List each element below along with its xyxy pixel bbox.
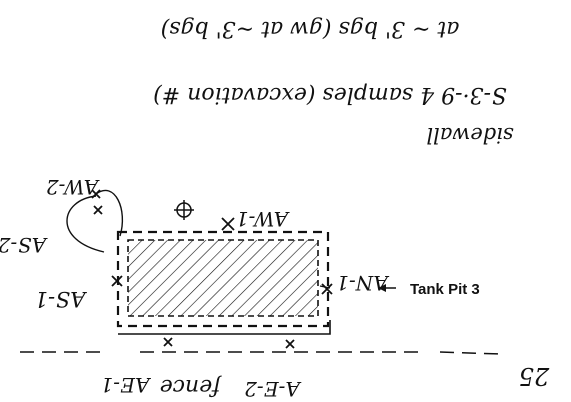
tank-pit-arrowhead xyxy=(378,284,386,292)
marker-as2 xyxy=(93,205,103,215)
label-aw1: AW-1 xyxy=(236,207,290,231)
label-ae1: AE-1 xyxy=(101,373,152,397)
label-aw2: AW-2 xyxy=(46,175,100,199)
note-line-3: sidewall xyxy=(426,123,513,147)
label-an1: AN-1 xyxy=(336,271,389,295)
marker-ae2 xyxy=(285,339,295,349)
note-line-2: at ~ 3' bgs (gw at ~3' bgs) xyxy=(161,16,460,41)
boundary-bottom-line xyxy=(118,320,331,335)
marker-ae1 xyxy=(163,337,173,347)
notes-block: at ~ 3' bgs (gw at ~3' bgs) S-3·-9 4 sam… xyxy=(153,16,514,147)
leader-as2 xyxy=(66,195,105,253)
label-fence: fence xyxy=(160,374,223,399)
label-ae2: A-E-2 xyxy=(244,377,302,401)
leader-an1 xyxy=(319,285,331,289)
label-as2: AS-2 xyxy=(0,233,48,257)
tank-pit-area xyxy=(127,239,319,317)
fence-line xyxy=(20,351,501,355)
note-line-1: S-3·-9 4 samples (excavation #) xyxy=(153,82,507,107)
marker-aw1 xyxy=(221,217,235,231)
marker-as1 xyxy=(111,275,123,287)
leader-aw2 xyxy=(95,189,124,237)
marker-an1 xyxy=(321,283,333,295)
tank-pit-label: Tank Pit 3 xyxy=(410,281,480,298)
label-as1: AS-1 xyxy=(35,287,88,311)
monitoring-well-symbol xyxy=(174,200,194,220)
margin-mark: 25 xyxy=(519,362,551,390)
